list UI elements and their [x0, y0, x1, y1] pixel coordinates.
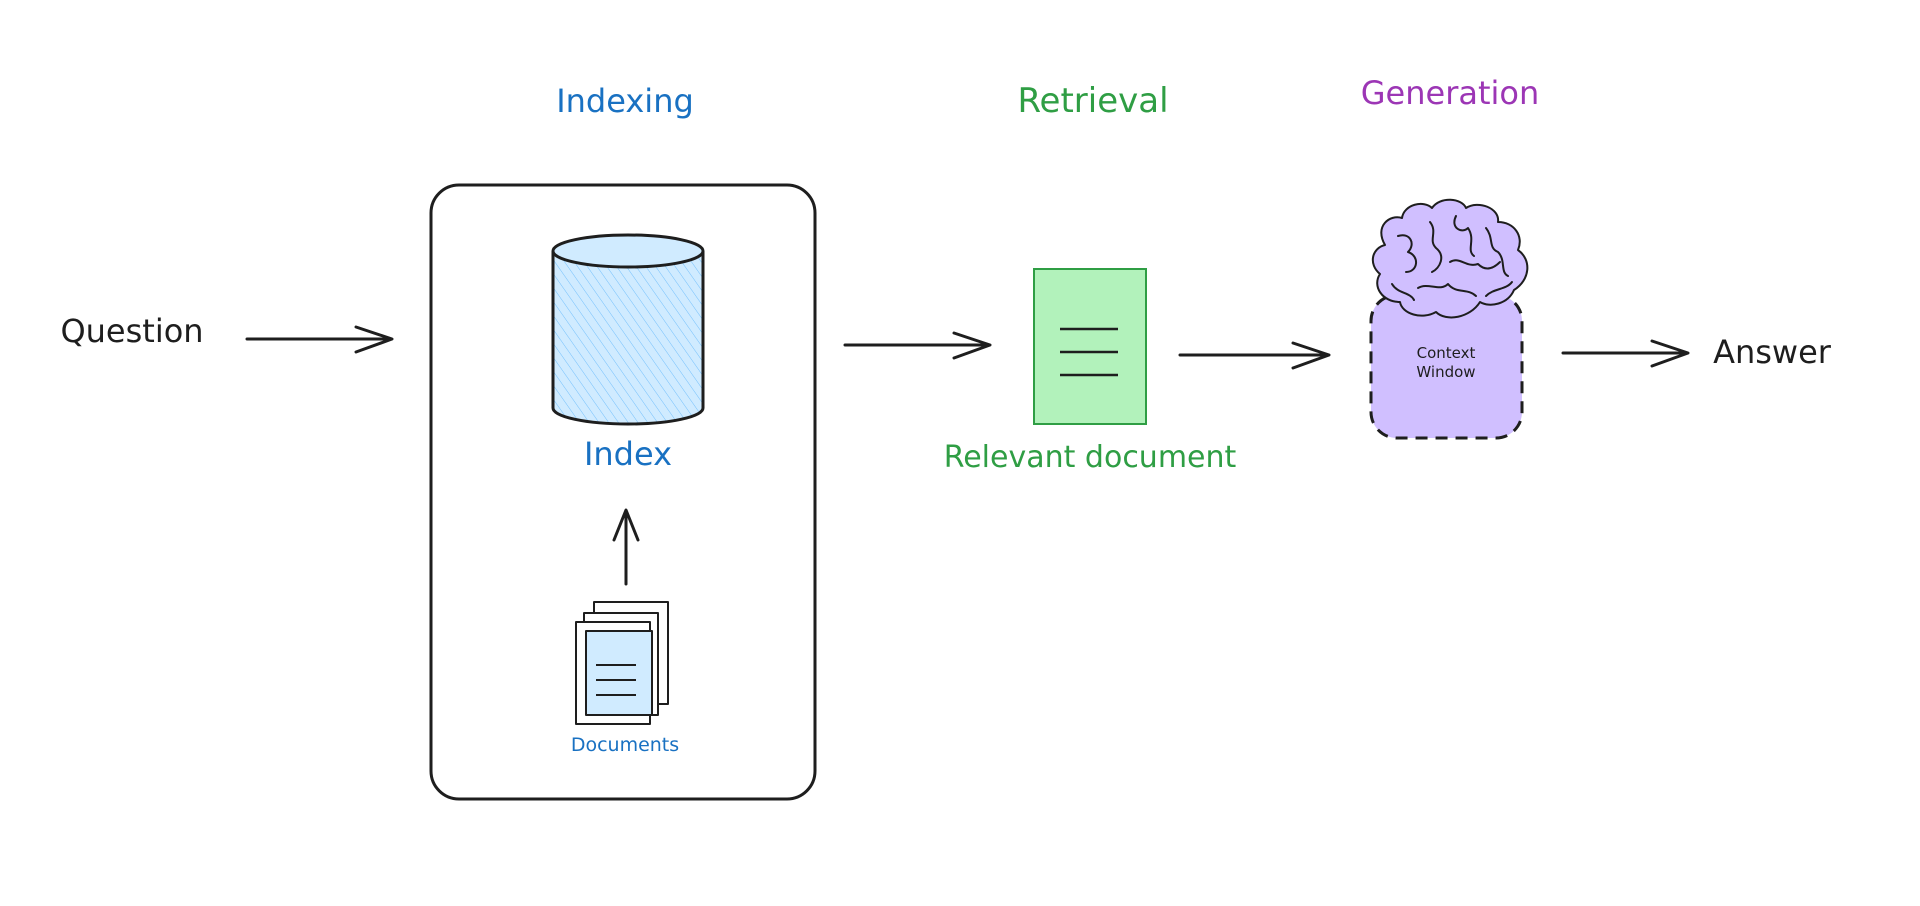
- relevant-document-label: Relevant document: [944, 440, 1237, 475]
- arrow-retrieval-to-generation: [1178, 341, 1331, 370]
- answer-label: Answer: [1713, 333, 1832, 371]
- documents-label: Documents: [571, 734, 679, 756]
- context-window-line2: Window: [1416, 363, 1475, 381]
- arrow-index-to-retrieval: [843, 331, 992, 360]
- index-label: Index: [584, 435, 672, 473]
- context-window-line1: Context: [1417, 344, 1476, 362]
- question-label: Question: [60, 312, 203, 350]
- indexing-container: [429, 183, 817, 801]
- brain-icon: [1371, 198, 1529, 319]
- document-icon: [1033, 268, 1147, 425]
- stage-indexing-label: Indexing: [556, 82, 694, 120]
- arrow-generation-to-answer: [1561, 339, 1690, 368]
- stage-generation-label: Generation: [1361, 74, 1540, 112]
- stage-retrieval-label: Retrieval: [1017, 81, 1168, 121]
- arrow-question-to-index: [245, 325, 394, 354]
- database-icon: [551, 233, 705, 426]
- arrow-documents-to-index: [612, 508, 640, 586]
- documents-stack-icon: [575, 601, 669, 725]
